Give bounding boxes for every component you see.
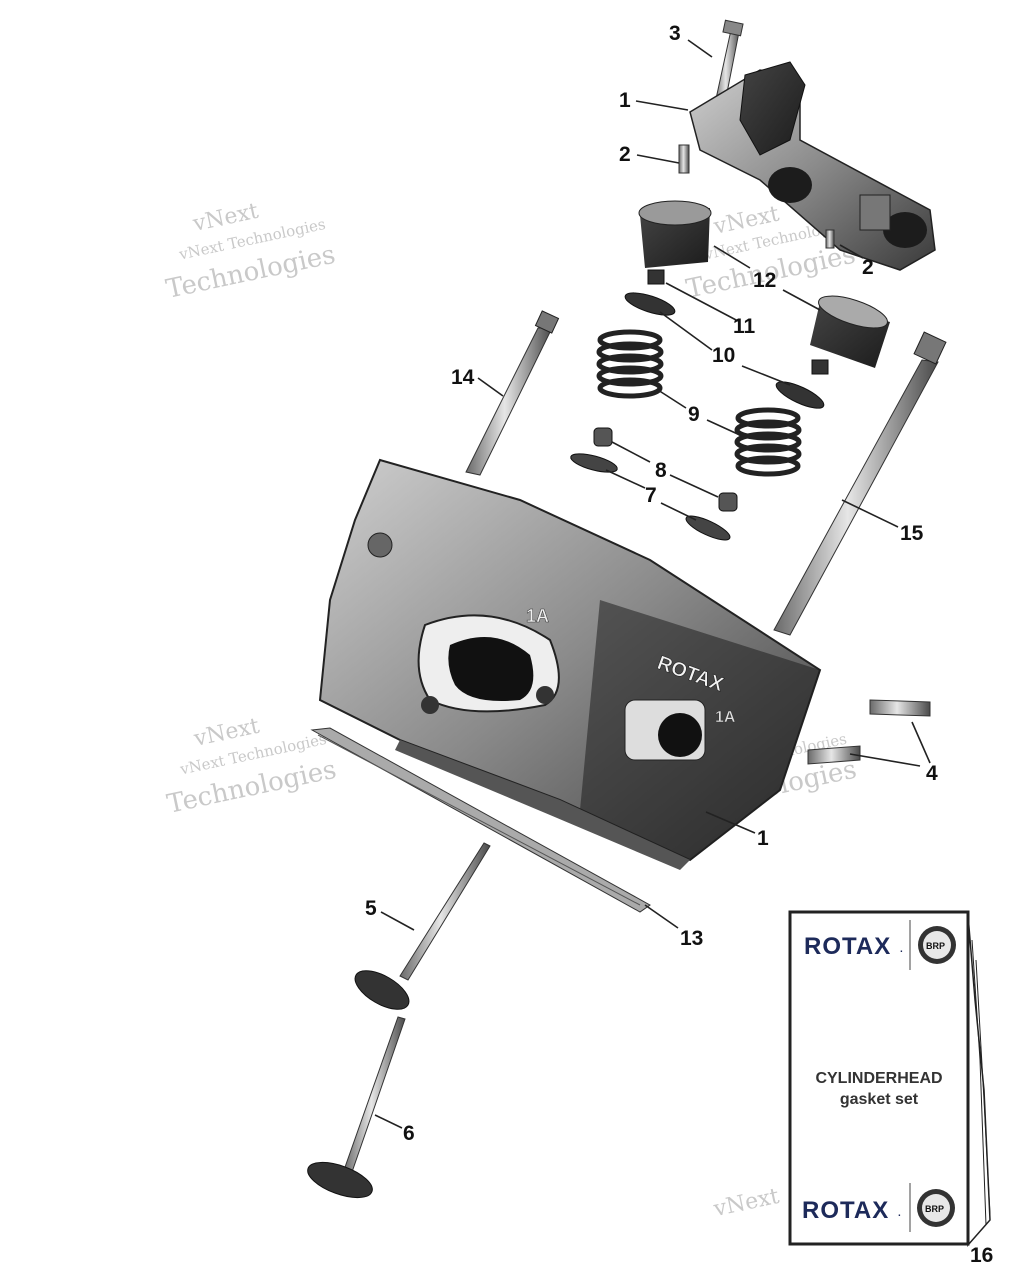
callout-15: 15 — [900, 522, 924, 545]
dowel-pin-part-2 — [825, 229, 835, 249]
kit-brand-bottom: ROTAX — [802, 1197, 889, 1224]
bearing-bracket-part-1 — [689, 61, 936, 271]
callout-labels: 3 1 2 2 12 11 10 9 8 7 14 15 4 1 13 5 6 … — [365, 22, 993, 1267]
bolt-part-3 — [713, 19, 744, 109]
kit-title-line2: gasket set — [840, 1091, 919, 1108]
watermark-mid-left: vNext vNext Technologies Technologies — [164, 714, 339, 820]
dowel-pin-part-2 — [678, 144, 690, 174]
callout-2-left: 2 — [619, 143, 631, 166]
head-bolt-part-14 — [465, 310, 560, 476]
callout-6: 6 — [403, 1122, 415, 1145]
brp-logo-icon: BRP — [918, 926, 956, 964]
callout-10: 10 — [712, 344, 735, 367]
valve-part-5 — [354, 842, 491, 1010]
kit-brand-suffix-top: . — [900, 944, 904, 955]
callout-14: 14 — [451, 366, 475, 389]
casting-mark: 1A — [526, 606, 549, 626]
kit-brand-suffix-bottom: . — [898, 1208, 902, 1219]
head-bolt-part-15 — [773, 331, 947, 636]
callout-1-top: 1 — [619, 89, 631, 112]
kit-title-line1: CYLINDERHEAD — [815, 1070, 942, 1087]
spring-retainer-part-10 — [624, 292, 825, 409]
callout-11: 11 — [733, 315, 756, 338]
brp-logo-icon: BRP — [917, 1189, 955, 1227]
watermark-line1: vNext — [711, 1184, 782, 1222]
callout-2-right: 2 — [862, 256, 874, 279]
gasket-kit-part-16: ROTAX . BRP CYLINDERHEAD gasket set ROTA… — [788, 910, 991, 1247]
callout-16: 16 — [970, 1244, 993, 1267]
callout-9: 9 — [688, 403, 700, 426]
callout-12: 12 — [753, 269, 776, 292]
kit-badge-top: BRP — [926, 941, 945, 951]
dowel-pin-part-4 — [807, 699, 931, 765]
valve-spring-part-9 — [596, 329, 802, 477]
watermark-bottom: vNext vNext — [711, 1184, 782, 1222]
stem-seal-part-8 — [593, 427, 613, 447]
tappet-part-12 — [638, 200, 890, 368]
callout-13: 13 — [680, 927, 703, 950]
spring-washer-part-7 — [570, 453, 618, 473]
valve-keeper-part-11 — [647, 269, 829, 375]
stem-seal-part-8 — [718, 492, 738, 512]
callout-4: 4 — [926, 762, 938, 785]
leader-lines — [374, 39, 931, 1129]
callout-8: 8 — [655, 459, 667, 482]
callout-3: 3 — [669, 22, 681, 45]
spring-washer-part-7 — [685, 515, 731, 541]
valve-part-6 — [307, 1016, 406, 1199]
watermark-top-left: vNext vNext Technologies Technologies — [163, 199, 338, 305]
casting-mark: 1A — [715, 709, 736, 726]
kit-badge-bottom: BRP — [925, 1204, 944, 1214]
head-gasket-part-13 — [310, 727, 651, 913]
kit-brand-top: ROTAX — [804, 933, 891, 960]
callout-5: 5 — [365, 897, 377, 920]
callout-1-bottom: 1 — [757, 827, 769, 850]
cylinder-head-part-1: ROTAX 1A 1A — [318, 458, 822, 870]
callout-7: 7 — [645, 484, 657, 507]
